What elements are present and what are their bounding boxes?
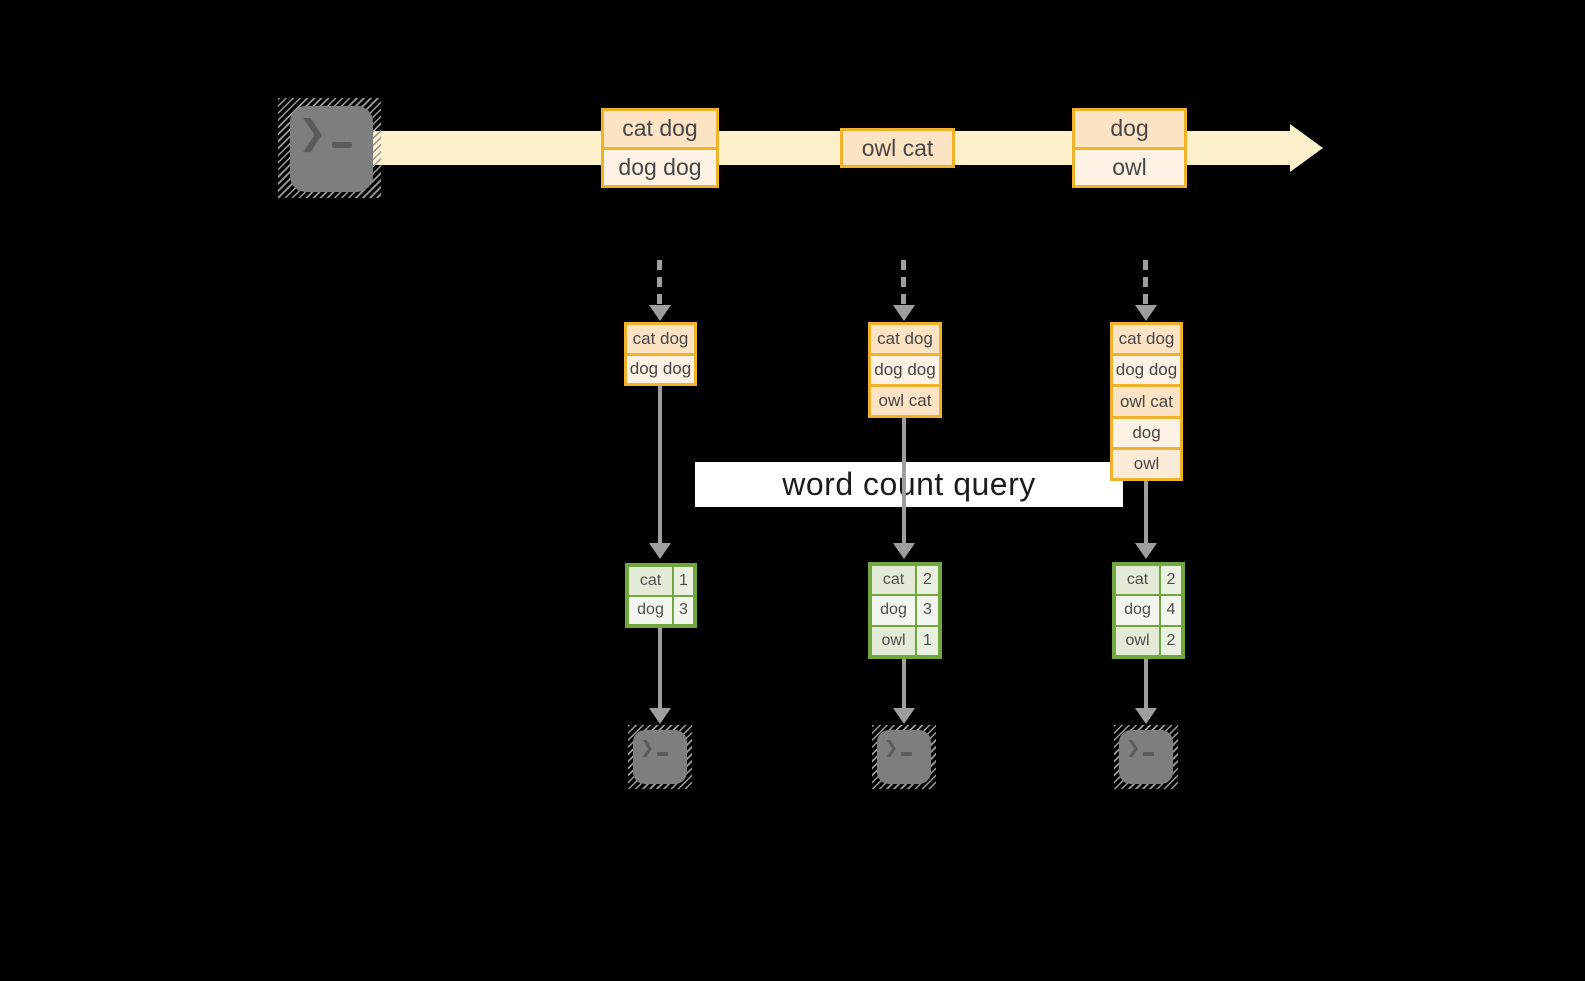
query-label: word count query	[695, 462, 1123, 507]
terminal-body: ❯	[877, 730, 931, 784]
buffer-row: dog	[1113, 415, 1180, 447]
buffer-row: owl	[1113, 446, 1180, 479]
stream-arrowhead-icon	[1290, 124, 1323, 172]
arrow-head	[649, 708, 671, 724]
event-row: dog	[1075, 111, 1184, 147]
prompt-chevron-icon: ❯	[1126, 738, 1141, 757]
prompt-underscore-icon	[1143, 752, 1154, 756]
arrow-head	[649, 543, 671, 559]
prompt-chevron-icon: ❯	[298, 114, 327, 152]
count-cell: 2	[916, 565, 939, 596]
word-cell: owl	[871, 625, 916, 656]
arrow-head	[893, 708, 915, 724]
table-row: cat 1	[628, 566, 694, 596]
arrow-head	[1135, 543, 1157, 559]
word-cell: owl	[1115, 625, 1160, 656]
count-cell: 3	[673, 595, 694, 625]
event-box-2: owl cat	[840, 128, 955, 168]
table-row: owl 1	[871, 625, 939, 656]
prompt-chevron-icon: ❯	[640, 738, 655, 757]
dashed-arrow-1	[657, 260, 662, 304]
buffer-row: owl cat	[1113, 384, 1180, 416]
event-box-1: cat dog dog dog	[601, 108, 719, 188]
arrow-line	[658, 386, 662, 543]
table-row: dog 3	[628, 595, 694, 625]
word-cell: dog	[628, 595, 673, 625]
arrow-head	[1135, 708, 1157, 724]
arrow-head	[649, 305, 671, 321]
count-cell: 1	[916, 625, 939, 656]
buffer-stack-3: cat dog dog dog owl cat dog owl	[1110, 322, 1183, 481]
event-box-3: dog owl	[1072, 108, 1187, 188]
word-cell: cat	[628, 566, 673, 596]
arrow-line	[902, 659, 906, 708]
count-cell: 2	[1160, 565, 1182, 596]
table-row: cat 2	[871, 565, 939, 596]
word-cell: cat	[1115, 565, 1160, 596]
buffer-row: cat dog	[627, 325, 694, 353]
word-cell: dog	[1115, 595, 1160, 626]
terminal-body: ❯	[290, 106, 373, 192]
table-row: dog 3	[871, 595, 939, 626]
event-row: dog dog	[604, 146, 716, 185]
sink-terminal-icon-3: ❯	[1114, 725, 1178, 789]
count-table-2: cat 2 dog 3 owl 1	[868, 562, 942, 659]
arrow-line	[1144, 481, 1148, 543]
table-row: dog 4	[1115, 595, 1182, 626]
buffer-row: cat dog	[1113, 325, 1180, 354]
buffer-row: cat dog	[871, 325, 939, 353]
table-row: cat 2	[1115, 565, 1182, 596]
count-cell: 3	[916, 595, 939, 626]
word-cell: cat	[871, 565, 916, 596]
prompt-chevron-icon: ❯	[884, 738, 899, 757]
buffer-row: owl cat	[871, 384, 939, 415]
arrow-line	[902, 418, 906, 543]
count-cell: 4	[1160, 595, 1182, 626]
count-cell: 2	[1160, 625, 1182, 656]
count-table-1: cat 1 dog 3	[625, 563, 697, 628]
prompt-underscore-icon	[657, 752, 668, 756]
word-cell: dog	[871, 595, 916, 626]
terminal-body: ❯	[633, 730, 687, 784]
buffer-stack-2: cat dog dog dog owl cat	[868, 322, 942, 418]
source-terminal-icon: ❯	[278, 98, 381, 198]
buffer-row: dog dog	[1113, 353, 1180, 385]
buffer-stack-1: cat dog dog dog	[624, 322, 697, 386]
arrow-head	[893, 543, 915, 559]
arrow-head	[893, 305, 915, 321]
arrow-head	[1135, 305, 1157, 321]
buffer-row: dog dog	[871, 353, 939, 384]
count-table-3: cat 2 dog 4 owl 2	[1112, 562, 1185, 659]
buffer-row: dog dog	[627, 352, 694, 383]
prompt-underscore-icon	[901, 752, 912, 756]
prompt-underscore-icon	[332, 142, 352, 148]
terminal-body: ❯	[1119, 730, 1173, 784]
arrow-line	[658, 627, 662, 708]
dashed-arrow-2	[901, 260, 906, 304]
dashed-arrow-3	[1143, 260, 1148, 304]
count-cell: 1	[673, 566, 694, 596]
event-row: cat dog	[604, 111, 716, 147]
table-row: owl 2	[1115, 625, 1182, 656]
arrow-line	[1144, 659, 1148, 708]
sink-terminal-icon-1: ❯	[628, 725, 692, 789]
event-row: owl cat	[843, 131, 952, 165]
sink-terminal-icon-2: ❯	[872, 725, 936, 789]
event-row: owl	[1075, 146, 1184, 185]
